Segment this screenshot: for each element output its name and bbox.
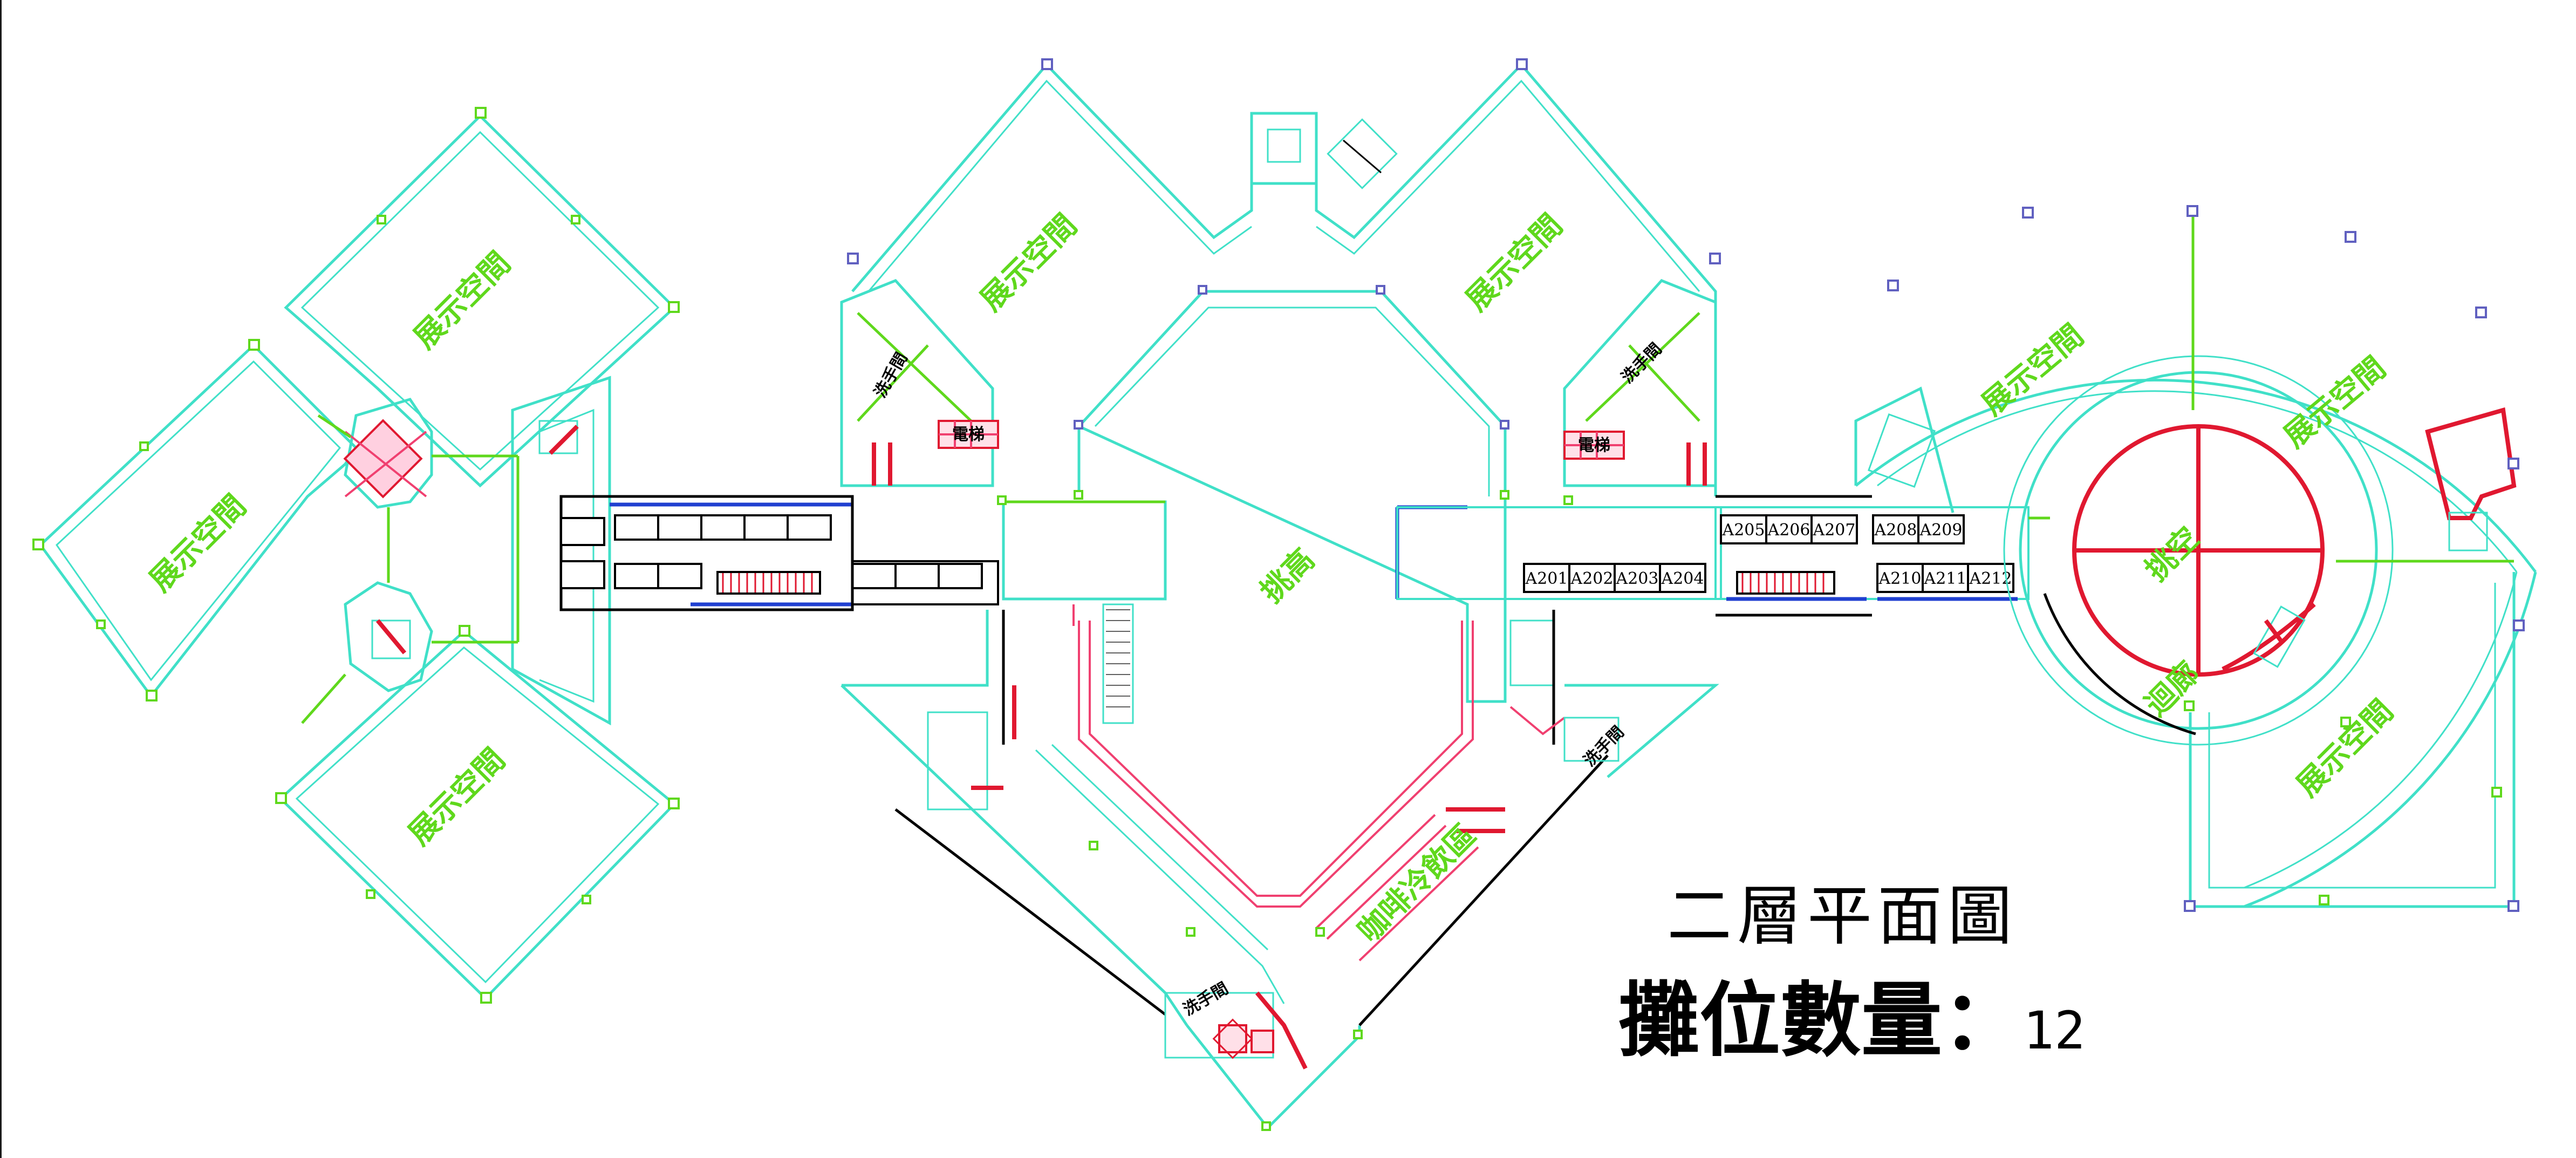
svg-text:A206: A206 (1767, 521, 1810, 540)
booth-a211[interactable]: A211 (1922, 563, 1969, 593)
svg-text:A210: A210 (1878, 569, 1922, 588)
booth-a203[interactable]: A203 (1614, 563, 1661, 593)
booth-a201[interactable]: A201 (1523, 563, 1570, 593)
booth-count-label: 攤位數量 (1618, 974, 1943, 1068)
svg-text:A203: A203 (1616, 569, 1659, 588)
svg-text:A202: A202 (1570, 569, 1614, 588)
booth-a208[interactable]: A208 (1872, 514, 1919, 544)
svg-text:A211: A211 (1924, 569, 1967, 588)
restroom-label-bottom: 洗手間 (1180, 979, 1232, 1019)
restroom-label-ctr-right: 洗手間 (1618, 339, 1665, 387)
zone-label-left-bottom: 展示空間 (401, 741, 512, 852)
svg-text:A201: A201 (1525, 569, 1568, 588)
svg-text:A207: A207 (1813, 521, 1856, 540)
svg-text:A208: A208 (1874, 521, 1917, 540)
zone-label-center-right: 展示空間 (1459, 207, 1569, 318)
elevator-label-right: 電梯 (1578, 436, 1610, 455)
map-title: 二層平面圖 (1667, 879, 2018, 954)
atrium-label-right: 挑空 (2138, 520, 2206, 588)
zone-label-right-bottom: 展示空間 (2290, 693, 2400, 803)
booth-count: 攤位數量：12 (1618, 955, 2086, 1072)
right-wing: 展示空間 展示空間 展示空間 挑空 迴廊 (1854, 205, 2537, 912)
booth-a206[interactable]: A206 (1765, 514, 1813, 544)
frame-edge (0, 0, 2, 1158)
restroom-label-ctr-left: 洗手間 (871, 350, 911, 401)
booth-a202[interactable]: A202 (1568, 563, 1616, 593)
svg-text:A209: A209 (1919, 521, 1963, 540)
zone-label-left-top: 展示空間 (407, 245, 517, 356)
zone-label-left: 展示空間 (142, 488, 253, 598)
elevator-label-left: 電梯 (952, 425, 985, 444)
booth-a210[interactable]: A210 (1876, 563, 1924, 593)
booth-a209[interactable]: A209 (1917, 514, 1965, 544)
svg-text:A205: A205 (1722, 521, 1765, 540)
svg-text:A204: A204 (1661, 569, 1704, 588)
booth-count-value: 12 (2023, 1000, 2086, 1061)
left-wing: 展示空間 展示空間 展示空間 (32, 107, 680, 1004)
central-building: 展示空間 展示空間 挑高 咖啡冷飲區 洗手間 洗手間 洗手間 洗手間 電梯 電梯 (840, 58, 1722, 1131)
booth-a205[interactable]: A205 (1720, 514, 1767, 544)
zone-label-center-left: 展示空間 (973, 207, 1084, 318)
restroom-label-lower-right: 洗手間 (1580, 723, 1628, 770)
booth-a204[interactable]: A204 (1659, 563, 1706, 593)
right-corridor: A201 A202 A203 A204 A205 A206 A207 (1523, 495, 2030, 617)
zone-label-right-top: 展示空間 (1975, 317, 2090, 423)
left-corridor (559, 495, 999, 611)
booth-a207[interactable]: A207 (1810, 514, 1858, 544)
atrium-label-center: 挑高 (1254, 542, 1322, 610)
booth-count-separator: ： (1942, 974, 2024, 1068)
